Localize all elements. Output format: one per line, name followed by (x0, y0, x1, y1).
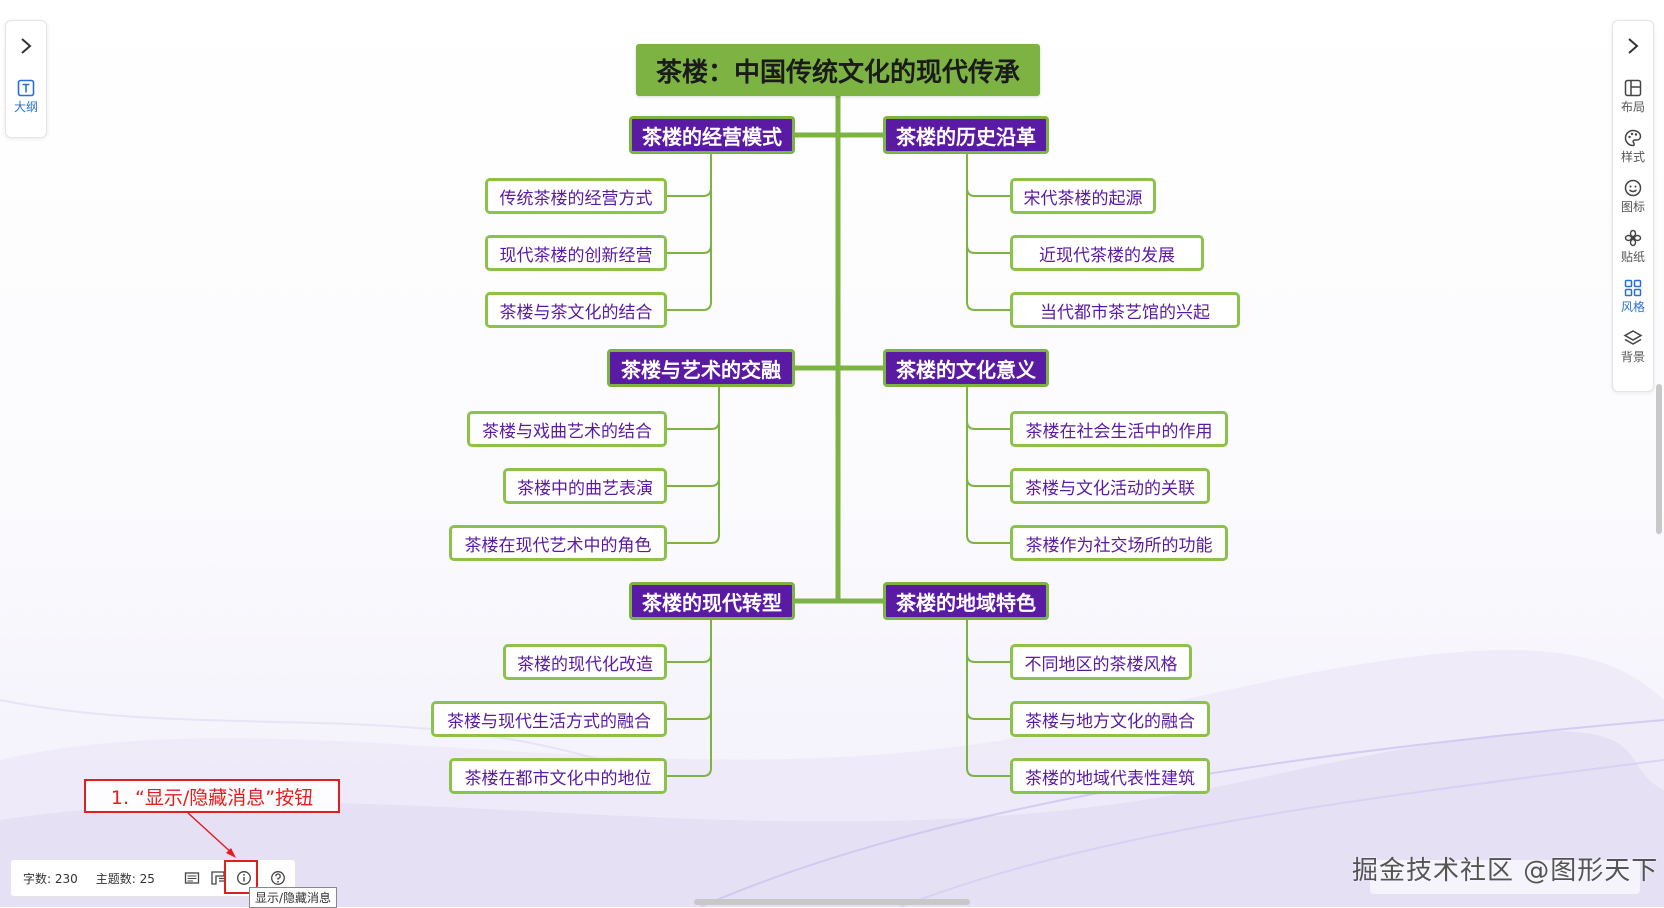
subtopic[interactable]: 茶楼的现代化改造 (503, 644, 667, 680)
connector-line (966, 477, 1010, 487)
outline-label: 大纲 (13, 99, 38, 114)
connector-line (667, 420, 720, 430)
navigator-button[interactable] (205, 865, 231, 891)
connector-line (667, 477, 720, 487)
layers-icon (1623, 329, 1643, 345)
branch-topic[interactable]: 茶楼的地域特色 (883, 582, 1049, 620)
branch-topic[interactable]: 茶楼的现代转型 (629, 582, 795, 620)
expand-left-panel-button[interactable] (6, 21, 46, 71)
left-panel: 大纲 (5, 20, 47, 138)
subtopic[interactable]: 茶楼在社会生活中的作用 (1010, 411, 1228, 447)
sticker-button[interactable]: 贴纸 (1613, 221, 1653, 271)
status-bar: 字数: 230 主题数: 25 (10, 859, 296, 897)
right-panel: 布局 样式 图标 贴纸 风格 背景 (1612, 20, 1654, 392)
connector-line (966, 244, 1010, 254)
help-icon (270, 871, 285, 885)
subtopic[interactable]: 茶楼与戏曲艺术的结合 (467, 411, 667, 447)
chevron-right-icon (1628, 38, 1639, 54)
outline-icon (17, 79, 35, 96)
subtopic[interactable]: 宋代茶楼的起源 (1010, 178, 1156, 214)
style-button[interactable]: 样式 (1613, 121, 1653, 171)
sticker-label: 贴纸 (1620, 249, 1645, 264)
background-button[interactable]: 背景 (1613, 321, 1653, 371)
watermark: 掘金技术社区 @图形天下 (1352, 856, 1659, 886)
subtopic[interactable]: 茶楼与现代生活方式的融合 (431, 701, 667, 737)
horizontal-scrollbar[interactable] (694, 899, 970, 905)
connector-line (667, 767, 712, 777)
sticker-icon (1624, 229, 1642, 246)
connector-line (966, 301, 1010, 311)
branch-topic[interactable]: 茶楼的经营模式 (629, 116, 795, 154)
highlight-box (224, 860, 258, 894)
subtopic[interactable]: 茶楼与文化活动的关联 (1010, 468, 1210, 504)
subtopic[interactable]: 近现代茶楼的发展 (1010, 235, 1204, 271)
smile-icon (1624, 179, 1642, 196)
subtopic[interactable]: 茶楼在现代艺术中的角色 (449, 525, 667, 561)
background-label: 背景 (1620, 349, 1645, 364)
layout-label: 布局 (1620, 99, 1645, 114)
subtopic[interactable]: 茶楼在都市文化中的地位 (449, 758, 667, 794)
connector-line (667, 653, 712, 663)
theme-icon (1624, 279, 1642, 296)
help-button[interactable] (265, 865, 291, 891)
connector-line (966, 653, 1010, 663)
connector-line (966, 767, 1010, 777)
topic-count: 主题数: 25 (95, 871, 155, 886)
subtopic[interactable]: 当代都市茶艺馆的兴起 (1010, 292, 1240, 328)
navigator-icon (211, 871, 225, 885)
layout-icon (1624, 79, 1642, 96)
toggle-message-button[interactable] (231, 865, 257, 891)
root-topic[interactable]: 茶楼：中国传统文化的现代传承 (636, 44, 1040, 96)
branch-topic[interactable]: 茶楼的文化意义 (883, 349, 1049, 387)
minimap-icon (184, 872, 200, 884)
minimap-button[interactable] (179, 865, 205, 891)
theme-button[interactable]: 风格 (1613, 271, 1653, 321)
branch-topic[interactable]: 茶楼的历史沿革 (883, 116, 1049, 154)
subtopic[interactable]: 茶楼作为社交场所的功能 (1010, 525, 1228, 561)
word-count: 字数: 230 (23, 871, 78, 886)
connector-line (966, 187, 1010, 197)
expand-right-panel-button[interactable] (1613, 21, 1653, 71)
theme-label: 风格 (1620, 299, 1645, 314)
zoom-controls[interactable] (1370, 860, 1640, 894)
connector-line (667, 710, 712, 720)
chevron-right-icon (21, 38, 32, 54)
style-label: 样式 (1620, 149, 1645, 164)
connector-line (966, 710, 1010, 720)
icon-label: 图标 (1620, 199, 1645, 214)
layout-button[interactable]: 布局 (1613, 71, 1653, 121)
connector-line (966, 534, 1010, 544)
connector-line (667, 187, 712, 197)
subtopic[interactable]: 茶楼的地域代表性建筑 (1010, 758, 1210, 794)
connector-line (667, 301, 712, 311)
connector-line (667, 244, 712, 254)
branch-topic[interactable]: 茶楼与艺术的交融 (607, 349, 795, 387)
palette-icon (1624, 129, 1642, 146)
tooltip: 显示/隐藏消息 (249, 887, 338, 908)
annotation-label: 1. “显示/隐藏消息”按钮 (84, 779, 340, 813)
outline-button[interactable]: 大纲 (6, 71, 46, 121)
connector-line (966, 420, 1010, 430)
subtopic[interactable]: 传统茶楼的经营方式 (485, 178, 667, 214)
vertical-scrollbar[interactable] (1656, 384, 1662, 534)
icon-button[interactable]: 图标 (1613, 171, 1653, 221)
subtopic[interactable]: 不同地区的茶楼风格 (1010, 644, 1192, 680)
subtopic[interactable]: 茶楼中的曲艺表演 (503, 468, 667, 504)
subtopic[interactable]: 现代茶楼的创新经营 (485, 235, 667, 271)
subtopic[interactable]: 茶楼与地方文化的融合 (1010, 701, 1210, 737)
connector-line (667, 534, 720, 544)
subtopic[interactable]: 茶楼与茶文化的结合 (485, 292, 667, 328)
info-icon (236, 871, 251, 885)
